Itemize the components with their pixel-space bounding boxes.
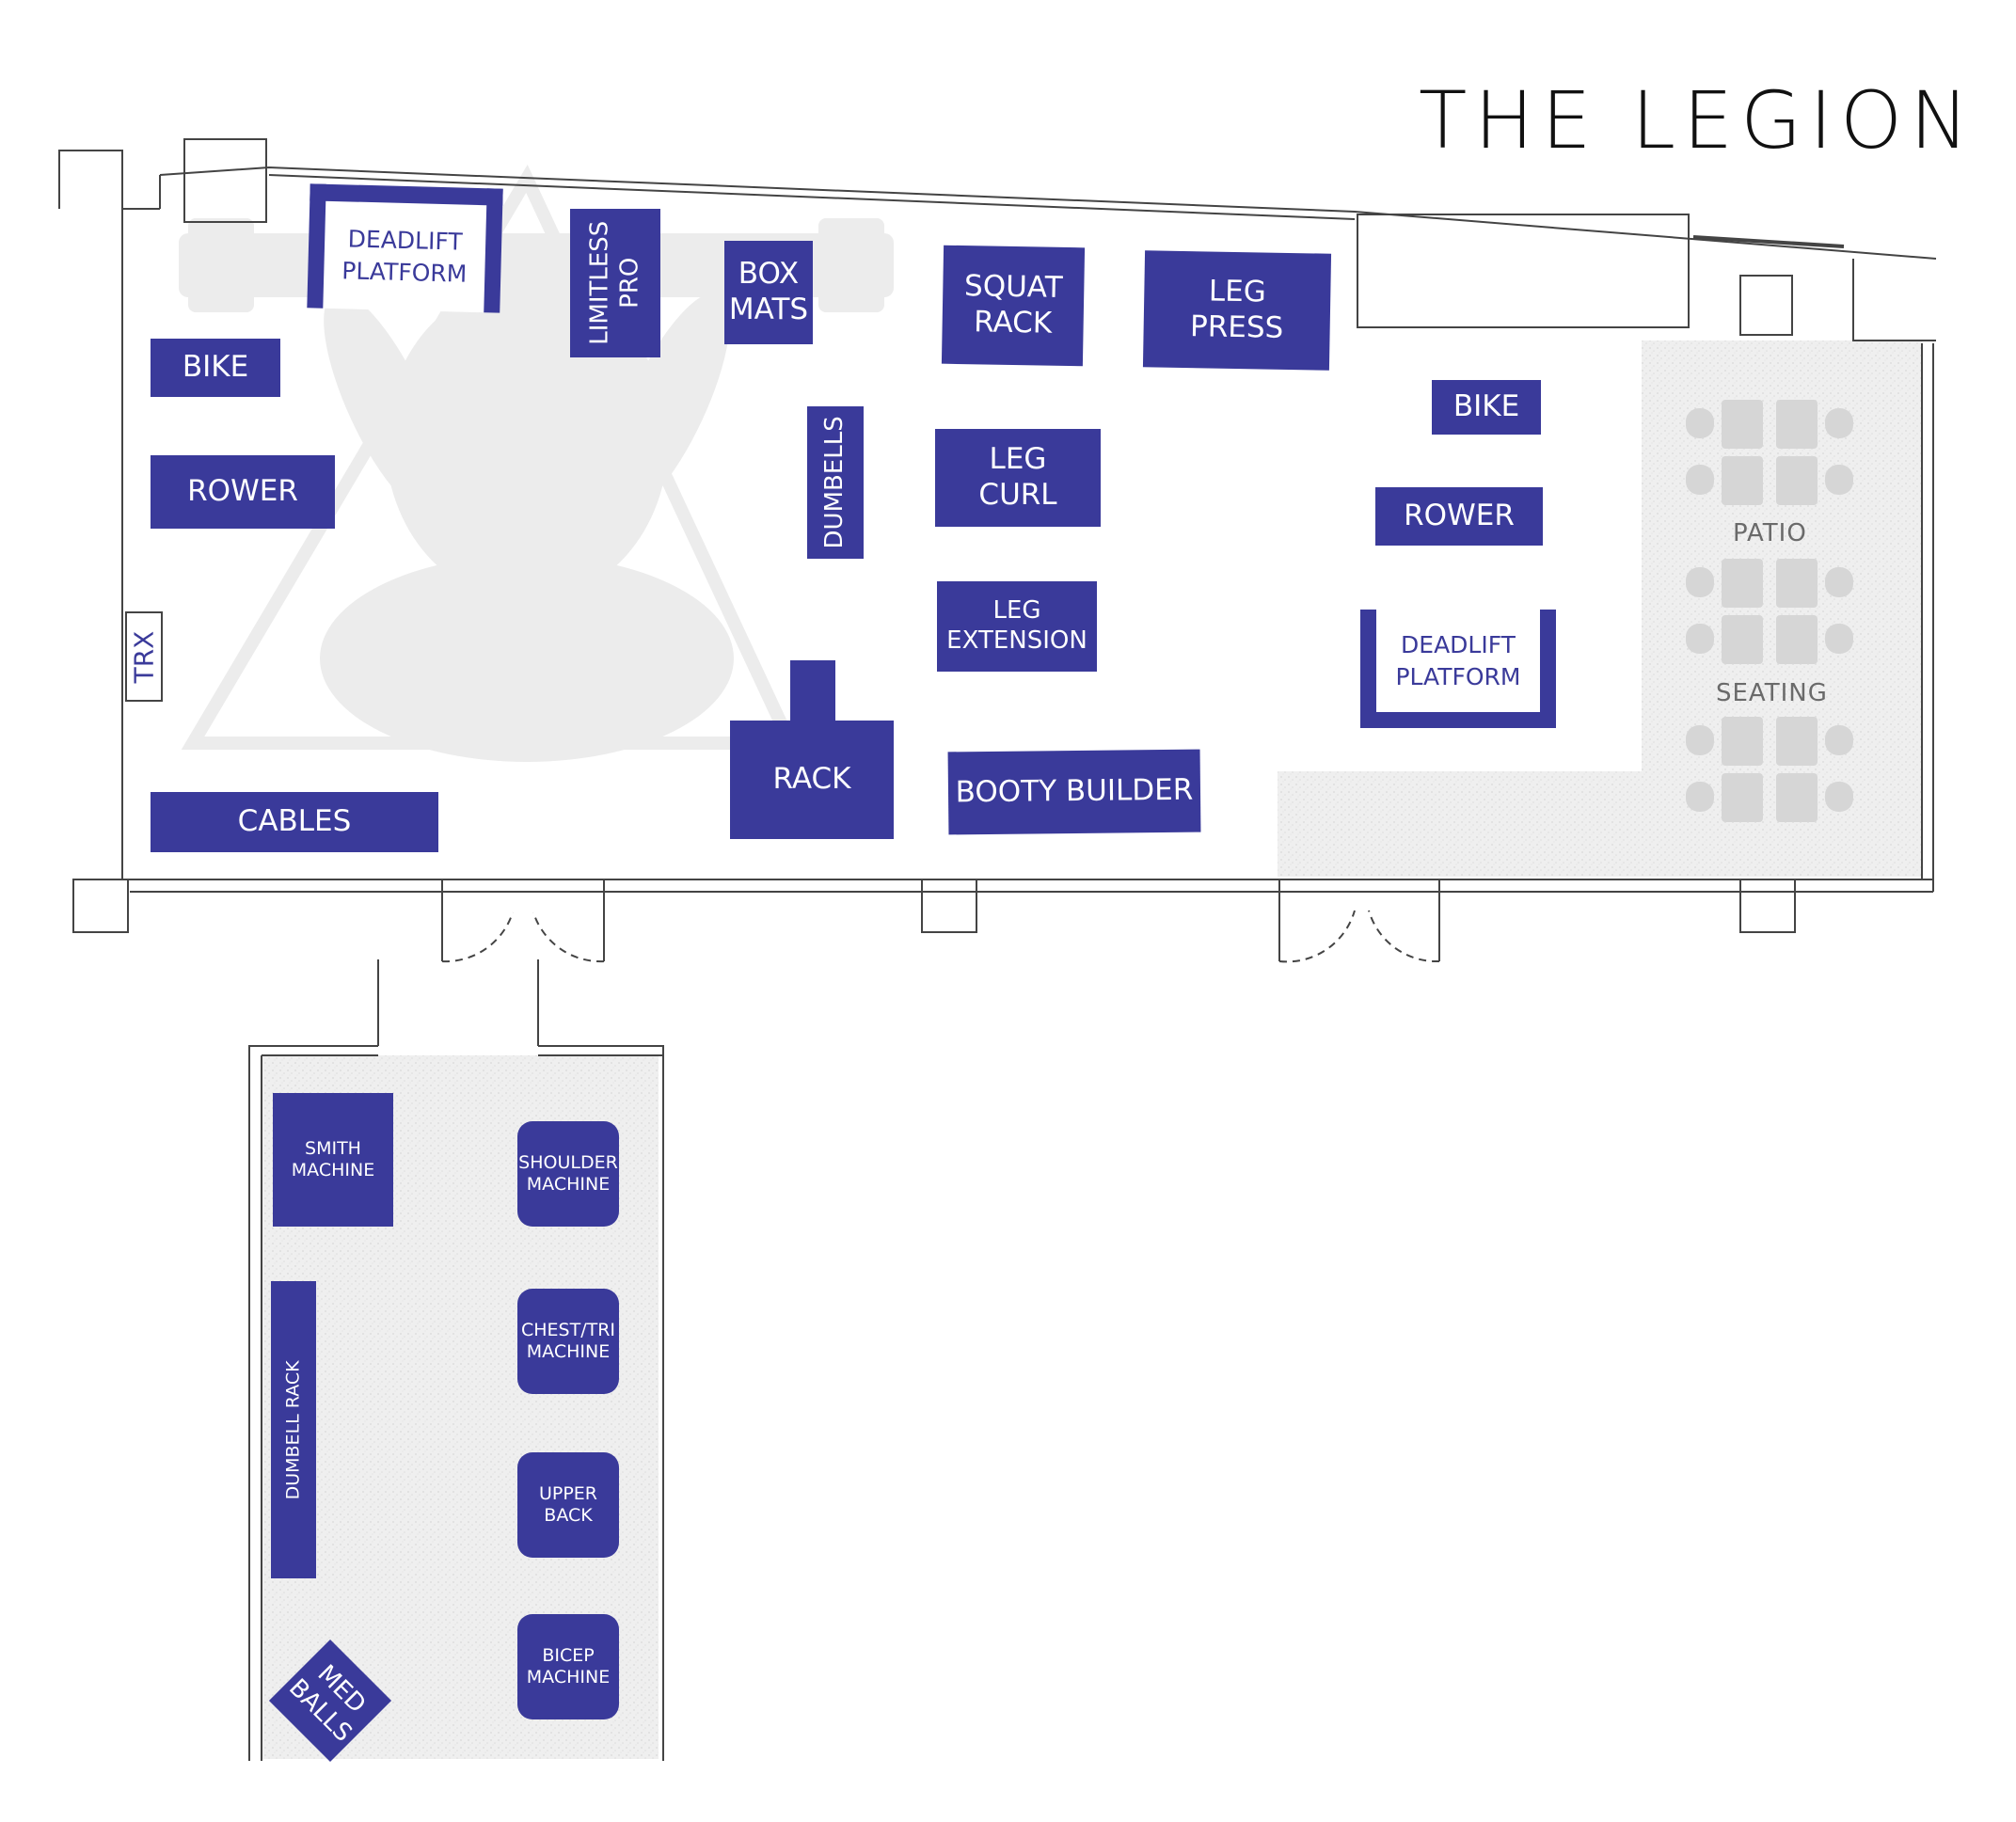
equipment-label: ROWER <box>187 474 298 509</box>
equipment-label: BOX MATS <box>728 257 809 326</box>
deadlift-platform-right[interactable]: DEADLIFT PLATFORM <box>1360 610 1556 728</box>
equipment-label: CABLES <box>237 804 352 839</box>
equipment-leg-curl[interactable]: LEG CURL <box>935 429 1101 527</box>
equipment-cables[interactable]: CABLES <box>151 792 438 852</box>
equipment-booty-builder[interactable]: BOOTY BUILDER <box>947 749 1201 835</box>
equipment-label: DEADLIFT PLATFORM <box>1395 630 1521 690</box>
equipment-leg-extension[interactable]: LEG EXTENSION <box>937 581 1097 672</box>
rack-upright <box>790 660 835 722</box>
equipment-rower-left[interactable]: ROWER <box>151 455 335 529</box>
patio-tables <box>1686 400 1853 822</box>
equipment-label: BOOTY BUILDER <box>955 772 1194 810</box>
equipment-label: DUMBELL RACK <box>282 1359 304 1499</box>
equipment-bike-left[interactable]: BIKE <box>151 339 280 397</box>
equipment-rower-right[interactable]: ROWER <box>1375 487 1543 546</box>
seating-label: SEATING <box>1716 679 1828 707</box>
equipment-chest-tri-machine[interactable]: CHEST/TRI MACHINE <box>517 1289 619 1394</box>
equipment-label: SHOULDER MACHINE <box>518 1152 618 1195</box>
equipment-trx[interactable]: TRX <box>125 611 163 702</box>
equipment-leg-press[interactable]: LEG PRESS <box>1142 250 1332 371</box>
equipment-label: RACK <box>772 762 851 797</box>
equipment-bike-right[interactable]: BIKE <box>1432 380 1541 435</box>
equipment-label: DEADLIFT PLATFORM <box>341 225 468 288</box>
equipment-label: UPPER BACK <box>538 1483 598 1526</box>
equipment-label: LEG EXTENSION <box>946 596 1087 655</box>
equipment-label: SMITH MACHINE <box>291 1138 375 1180</box>
equipment-label: LEG CURL <box>978 442 1057 512</box>
equipment-label: DUMBELLS <box>820 416 849 549</box>
equipment-dumbells[interactable]: DUMBELLS <box>807 406 864 559</box>
equipment-label: BIKE <box>1452 389 1520 424</box>
walls <box>58 138 1937 1761</box>
logo-the-legion: THE LEGION <box>1419 74 1976 166</box>
patio-label: PATIO <box>1733 519 1807 547</box>
equipment-label: BIKE <box>182 350 249 385</box>
equipment-label: BICEP MACHINE <box>526 1645 611 1687</box>
equipment-shoulder-machine[interactable]: SHOULDER MACHINE <box>517 1121 619 1227</box>
equipment-rack[interactable]: RACK <box>730 721 894 839</box>
equipment-squat-rack[interactable]: SQUAT RACK <box>941 245 1086 367</box>
equipment-bicep-machine[interactable]: BICEP MACHINE <box>517 1614 619 1719</box>
equipment-limitless-pro[interactable]: LIMITLESS PRO <box>570 209 660 357</box>
equipment-label: ROWER <box>1404 499 1515 533</box>
equipment-box-mats[interactable]: BOX MATS <box>724 241 813 344</box>
equipment-label: LIMITLESS PRO <box>585 220 643 346</box>
equipment-label: TRX <box>128 630 160 683</box>
equipment-smith-machine[interactable]: SMITH MACHINE <box>273 1093 393 1227</box>
equipment-label: CHEST/TRI MACHINE <box>520 1320 616 1362</box>
equipment-label: SQUAT RACK <box>963 269 1063 341</box>
equipment-upper-back[interactable]: UPPER BACK <box>517 1452 619 1558</box>
equipment-dumbell-rack[interactable]: DUMBELL RACK <box>271 1281 316 1578</box>
deadlift-platform-left[interactable]: DEADLIFT PLATFORM <box>307 183 503 313</box>
equipment-label: LEG PRESS <box>1189 274 1284 345</box>
